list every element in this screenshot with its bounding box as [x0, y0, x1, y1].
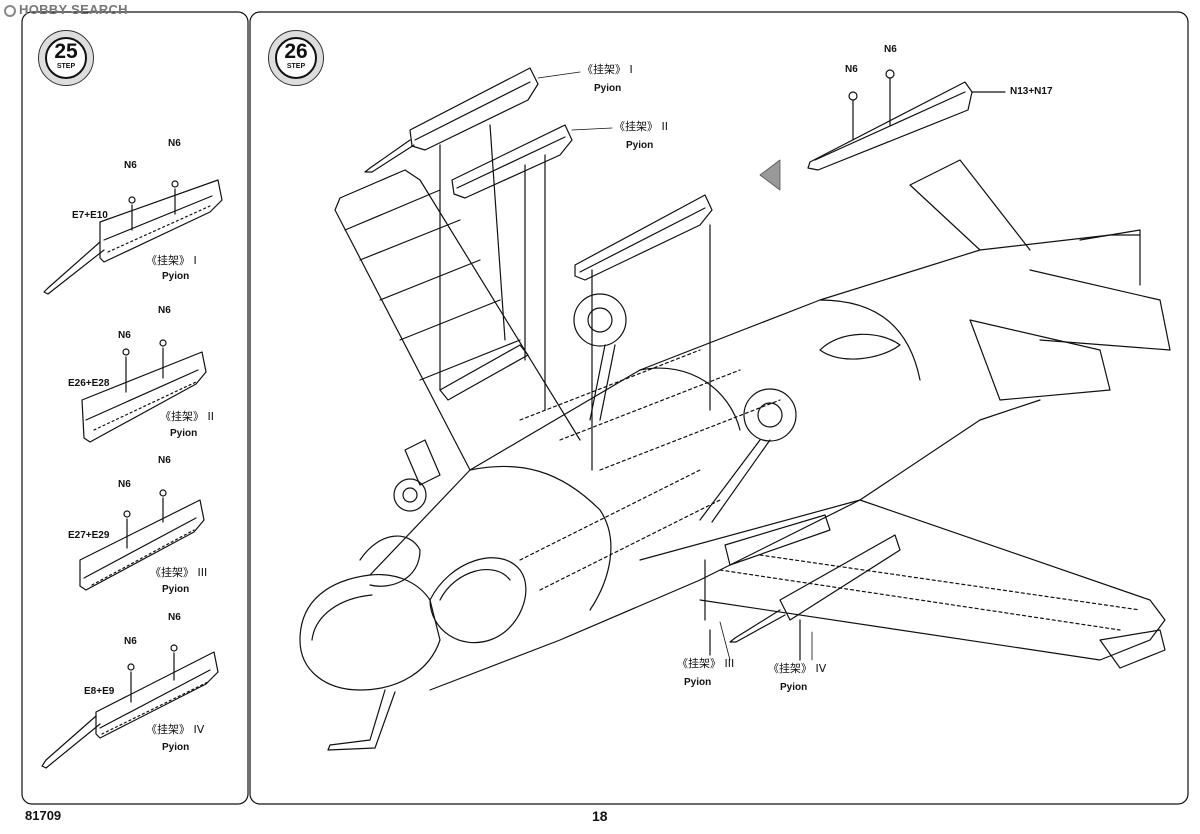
pylon2-label-en: Pyion: [626, 140, 654, 151]
screw-label-n6-right: N6: [168, 612, 181, 623]
pylon1-label-en: Pyion: [594, 83, 622, 94]
aircraft-landing-gear: [393, 293, 797, 523]
screw-label-n6-left: N6: [124, 160, 137, 171]
screw-label-n6-right: N6: [158, 305, 171, 316]
step25-label: STEP: [56, 63, 76, 70]
step25-pylon-4: [41, 644, 219, 769]
screw-icons: [848, 69, 895, 101]
pylon-label-en: Pyion: [170, 428, 198, 439]
pylon-label-en: Pyion: [162, 584, 190, 595]
step25-pylon-1: [43, 179, 223, 295]
step26-pylon-3-installed: [704, 514, 831, 656]
kit-code: 81709: [25, 808, 62, 823]
callout-lines: [537, 71, 813, 661]
step25-pylon-2: [81, 339, 207, 443]
step26-label: STEP: [286, 63, 306, 70]
step26-pylon-4-installed: [729, 534, 901, 661]
direction-arrow-icon: [759, 159, 781, 191]
hobbysearch-logo-icon: [4, 5, 16, 17]
step26-pylon-1: [364, 67, 539, 391]
step26-pylon-3: [574, 194, 713, 471]
step26-badge: 26 STEP: [268, 30, 324, 86]
pylon3-label-cn: 《挂架》 III: [677, 657, 735, 670]
step26-number: 26: [284, 40, 308, 63]
aircraft-tail: [909, 159, 1171, 401]
screw-label-n6-b: N6: [884, 44, 897, 55]
pylon-label-cn: 《挂架》 III: [150, 566, 208, 579]
pylon-label-en: Pyion: [162, 271, 190, 282]
pylon1-label-cn: 《挂架》 I: [582, 63, 633, 76]
pylon4-label-cn: 《挂架》 IV: [768, 662, 827, 675]
step26-fuel-tank: [807, 77, 1006, 171]
pylon-label-cn: 《挂架》 II: [160, 410, 214, 423]
step26-frame: [249, 11, 1189, 805]
part-numbers: E7+E10: [72, 210, 108, 221]
pylon-label-cn: 《挂架》 IV: [146, 723, 205, 736]
screw-label-n6-a: N6: [845, 64, 858, 75]
aircraft-left-wing: [334, 169, 581, 471]
screw-label-n6-left: N6: [118, 330, 131, 341]
screw-label-n6-right: N6: [158, 455, 171, 466]
screw-label-n6-left: N6: [118, 479, 131, 490]
step25-frame: [21, 11, 249, 805]
pylon3-label-en: Pyion: [684, 677, 712, 688]
tank-part-numbers: N13+N17: [1010, 86, 1053, 97]
pylon-label-en: Pyion: [162, 742, 190, 753]
pylon-label-cn: 《挂架》 I: [146, 254, 197, 267]
step25-badge: 25 STEP: [38, 30, 94, 86]
pylon2-label-cn: 《挂架》 II: [614, 120, 668, 133]
step25-pylon-3: [79, 489, 205, 591]
part-numbers: E27+E29: [68, 530, 110, 541]
screw-label-n6-right: N6: [168, 138, 181, 149]
aircraft-right-wing: [639, 499, 1166, 669]
part-numbers: E26+E28: [68, 378, 110, 389]
pylon4-label-en: Pyion: [780, 682, 808, 693]
part-numbers: E8+E9: [84, 686, 115, 697]
screw-label-n6-left: N6: [124, 636, 137, 647]
step26-pylon-2: [451, 124, 573, 411]
hobbysearch-watermark: HOBBY SEARCH: [4, 2, 128, 17]
step25-number: 25: [54, 40, 78, 63]
page-number: 18: [592, 808, 608, 824]
